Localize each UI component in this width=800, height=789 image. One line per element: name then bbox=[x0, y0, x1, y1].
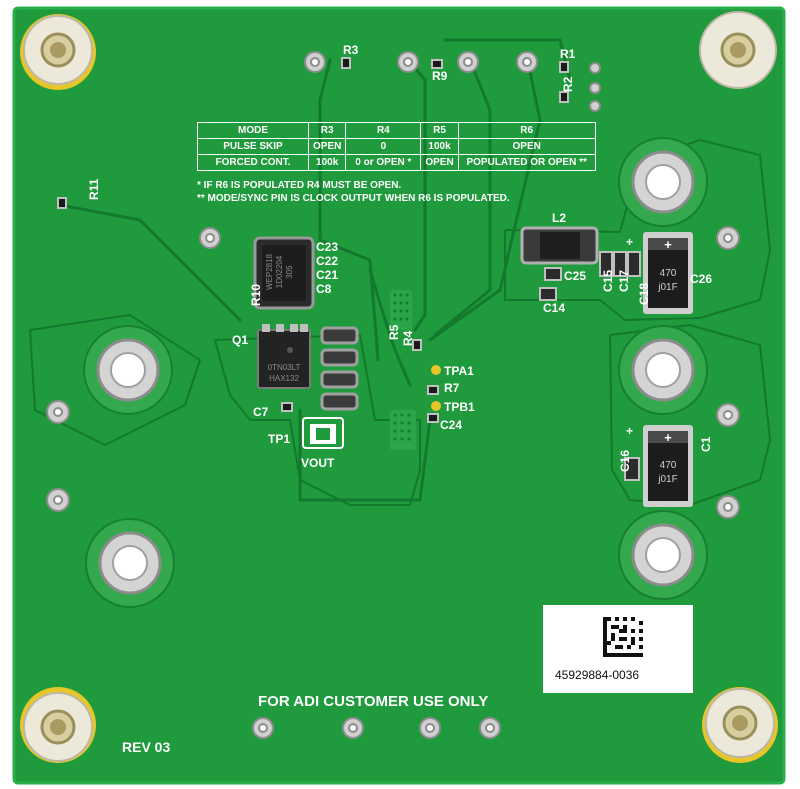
refdes-c23: C23 bbox=[316, 240, 338, 254]
refdes-l2: L2 bbox=[552, 211, 566, 225]
refdes-r9: R9 bbox=[432, 69, 448, 83]
refdes-c1: C1 bbox=[699, 436, 713, 452]
via-array-upper bbox=[390, 290, 412, 330]
capacitor-stack bbox=[320, 326, 359, 411]
mode-table-cell: 0 bbox=[345, 138, 422, 155]
mode-table-cell: OPEN bbox=[307, 138, 347, 155]
refdes-c21: C21 bbox=[316, 268, 338, 282]
ic-marking-1: 0TN03LT bbox=[268, 363, 301, 372]
mode-table-cell: OPEN bbox=[457, 138, 596, 155]
mode-table-header-cell: R3 bbox=[307, 122, 347, 139]
refdes-c17: C17 bbox=[617, 270, 631, 292]
cap-code-upper: j01F bbox=[657, 282, 677, 293]
inductor-marking-2: 1D02204 bbox=[275, 255, 284, 288]
traces bbox=[58, 38, 572, 502]
customer-use-text: FOR ADI CUSTOMER USE ONLY bbox=[258, 693, 488, 710]
mode-table-cell: 0 or OPEN * bbox=[345, 154, 422, 171]
mode-table-header-cell: R5 bbox=[420, 122, 459, 139]
refdes-q1: Q1 bbox=[232, 333, 248, 347]
serial-number: 45929884-0036 bbox=[555, 668, 640, 682]
mode-table-cell: 100k bbox=[307, 154, 347, 171]
refdes-c7: C7 bbox=[253, 405, 269, 419]
mode-table-cell: POPULATED OR OPEN ** bbox=[457, 154, 596, 171]
mode-table-cell: 100k bbox=[420, 138, 459, 155]
refdes-c18: C18 bbox=[637, 283, 651, 305]
inductor-main: WEP2818 1D02204 305 bbox=[253, 236, 315, 310]
mode-note-1: * IF R6 IS POPULATED R4 MUST BE OPEN. bbox=[197, 180, 402, 191]
refdes-tpa1: TPA1 bbox=[444, 364, 474, 378]
datamatrix-code bbox=[603, 617, 643, 657]
revision-text: REV 03 bbox=[122, 739, 170, 755]
terminal-right-bottom bbox=[618, 510, 708, 600]
mode-note-2: ** MODE/SYNC PIN IS CLOCK OUTPUT WHEN R6… bbox=[197, 193, 510, 204]
standoff-top-left bbox=[20, 14, 96, 90]
ic-q1: 0TN03LT HAX132 bbox=[257, 324, 311, 389]
mode-table-row: FORCED CONT. 100k 0 or OPEN * OPEN POPUL… bbox=[197, 154, 596, 171]
tantalum-cap-lower: + 470 j01F bbox=[643, 425, 693, 507]
refdes-r5: R5 bbox=[387, 324, 401, 340]
smd-parts bbox=[57, 57, 569, 423]
standoff-bottom-right bbox=[702, 687, 778, 763]
test-pads bbox=[46, 51, 740, 739]
cap-value-upper: 470 bbox=[660, 268, 677, 279]
plus-mark-lower: + bbox=[626, 424, 633, 438]
mode-table-header-cell: MODE bbox=[197, 122, 309, 139]
mode-table-header-cell: R4 bbox=[345, 122, 422, 139]
refdes-r4: R4 bbox=[401, 330, 415, 346]
pcb-edge bbox=[12, 6, 786, 785]
terminal-left-lower bbox=[85, 518, 175, 608]
mode-table-header: MODE R3 R4 R5 R6 bbox=[197, 122, 596, 139]
standoff-bottom-left bbox=[20, 687, 96, 763]
cap-value-lower: 470 bbox=[660, 460, 677, 471]
cap-plus-lower: + bbox=[664, 430, 672, 445]
refdes-c16: C16 bbox=[618, 450, 632, 472]
silkscreen-refdes: R3 R9 R1 R2 R11 C23 C22 C21 C8 R10 Q1 C7… bbox=[87, 43, 713, 472]
cap-plus-upper: + bbox=[664, 237, 672, 252]
mode-table-header-cell: R6 bbox=[457, 122, 596, 139]
via-array-lower bbox=[390, 410, 416, 450]
refdes-c26: C26 bbox=[690, 272, 712, 286]
refdes-c8: C8 bbox=[316, 282, 332, 296]
cap-code-lower: j01F bbox=[657, 474, 677, 485]
refdes-r1: R1 bbox=[560, 47, 576, 61]
refdes-c25: C25 bbox=[564, 269, 586, 283]
terminal-right-middle bbox=[618, 325, 708, 415]
capacitor-c25 bbox=[544, 267, 562, 281]
refdes-c15: C15 bbox=[601, 270, 615, 292]
capacitor-c15-c17 bbox=[599, 251, 641, 277]
standoff-top-right bbox=[699, 11, 777, 89]
pcb-substrate bbox=[14, 8, 784, 783]
refdes-tpb1: TPB1 bbox=[444, 400, 475, 414]
terminal-right-top bbox=[618, 137, 708, 227]
inductor-marking-1: WEP2818 bbox=[265, 253, 274, 290]
refdes-c24: C24 bbox=[440, 418, 462, 432]
mode-table-row: PULSE SKIP OPEN 0 100k OPEN bbox=[197, 138, 596, 155]
refdes-r2: R2 bbox=[561, 76, 575, 92]
inductor-marking-3: 305 bbox=[285, 265, 294, 279]
capacitor-c16 bbox=[624, 457, 640, 481]
capacitor-c14 bbox=[539, 287, 557, 301]
vout-testpoint bbox=[302, 417, 344, 449]
refdes-tp1: TP1 bbox=[268, 432, 290, 446]
tantalum-cap-upper: + 470 j01F bbox=[643, 232, 693, 314]
mode-table-cell: OPEN bbox=[420, 154, 459, 171]
inductor-l2 bbox=[520, 226, 599, 265]
refdes-r7: R7 bbox=[444, 381, 460, 395]
mode-table-cell: PULSE SKIP bbox=[197, 138, 309, 155]
ic-marking-2: HAX132 bbox=[269, 374, 299, 383]
plus-mark-upper: + bbox=[626, 235, 633, 249]
refdes-r11: R11 bbox=[87, 178, 101, 200]
refdes-vout: VOUT bbox=[301, 456, 335, 470]
mode-table: MODE R3 R4 R5 R6 PULSE SKIP OPEN 0 100k … bbox=[197, 122, 596, 171]
refdes-r10: R10 bbox=[249, 284, 263, 306]
serial-label: 45929884-0036 bbox=[543, 605, 693, 693]
refdes-c14: C14 bbox=[543, 301, 565, 315]
refdes-r3: R3 bbox=[343, 43, 359, 57]
terminal-left-upper bbox=[83, 325, 173, 415]
mode-table-cell: FORCED CONT. bbox=[197, 154, 309, 171]
refdes-c22: C22 bbox=[316, 254, 338, 268]
